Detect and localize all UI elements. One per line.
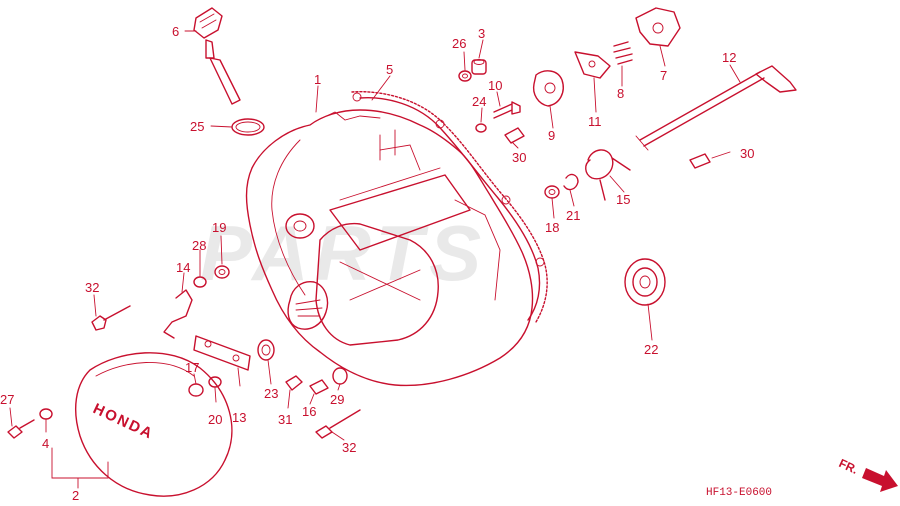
- callout-17[interactable]: 17: [185, 360, 199, 375]
- dowel-30a[interactable]: [504, 127, 525, 144]
- dowel-30b[interactable]: [689, 153, 711, 169]
- collar-3[interactable]: [471, 59, 487, 75]
- cover-brand-text: HONDA: [90, 400, 156, 443]
- front-direction-indicator: FR.: [837, 456, 898, 492]
- callout-6[interactable]: 6: [172, 24, 179, 39]
- plate-9[interactable]: [532, 70, 564, 107]
- callout-20[interactable]: 20: [208, 412, 222, 427]
- diagram-code: HF13-E0600: [706, 487, 772, 499]
- callout-9[interactable]: 9: [548, 128, 555, 143]
- callout-30a[interactable]: 30: [512, 150, 526, 165]
- stopper-7[interactable]: [635, 7, 681, 47]
- o-ring[interactable]: [231, 118, 265, 136]
- washer-28[interactable]: [193, 276, 207, 288]
- callout-32b[interactable]: 32: [342, 440, 356, 455]
- washer-26[interactable]: [458, 70, 472, 82]
- bolt-31[interactable]: [285, 375, 303, 391]
- callout-21[interactable]: 21: [566, 208, 580, 223]
- bolt-10[interactable]: [493, 101, 521, 119]
- bracket-14[interactable]: [163, 289, 193, 339]
- callout-labels: 1 2 3 4 5 6 7 8 9 10 11 12 13 14 15 16 1…: [0, 24, 754, 503]
- gasket[interactable]: [351, 91, 548, 323]
- bolt-32b[interactable]: [315, 409, 361, 439]
- bearing-22[interactable]: [624, 258, 666, 306]
- callout-28[interactable]: 28: [192, 238, 206, 253]
- bolt-27[interactable]: [7, 419, 35, 439]
- shift-shaft-12[interactable]: [635, 65, 797, 151]
- callout-5[interactable]: 5: [386, 62, 393, 77]
- callout-27[interactable]: 27: [0, 392, 14, 407]
- arrow-icon: [862, 468, 898, 492]
- leader-lines: [9, 30, 741, 489]
- callout-29[interactable]: 29: [330, 392, 344, 407]
- spring-15[interactable]: [585, 149, 631, 201]
- callout-26[interactable]: 26: [452, 36, 466, 51]
- callout-4[interactable]: 4: [42, 436, 49, 451]
- callout-18[interactable]: 18: [545, 220, 559, 235]
- callout-16[interactable]: 16: [302, 404, 316, 419]
- washer-29[interactable]: [332, 367, 348, 385]
- watermark-text: PARTS: [200, 209, 487, 297]
- callout-10[interactable]: 10: [488, 78, 502, 93]
- callout-22[interactable]: 22: [644, 342, 658, 357]
- callout-31[interactable]: 31: [278, 412, 292, 427]
- bolt-32a[interactable]: [91, 305, 131, 331]
- callout-13[interactable]: 13: [232, 410, 246, 425]
- callout-32a[interactable]: 32: [85, 280, 99, 295]
- washer-17[interactable]: [188, 383, 204, 397]
- callout-23[interactable]: 23: [264, 386, 278, 401]
- callout-24[interactable]: 24: [472, 94, 486, 109]
- washer-19[interactable]: [214, 265, 230, 279]
- clip-21[interactable]: [563, 173, 579, 191]
- callout-30b[interactable]: 30: [740, 146, 754, 161]
- stay-13[interactable]: [193, 335, 251, 371]
- callout-7[interactable]: 7: [660, 68, 667, 83]
- callout-15[interactable]: 15: [616, 192, 630, 207]
- callout-8[interactable]: 8: [617, 86, 624, 101]
- callout-12[interactable]: 12: [722, 50, 736, 65]
- callout-2[interactable]: 2: [72, 488, 79, 503]
- callout-3[interactable]: 3: [478, 26, 485, 41]
- washer-18[interactable]: [544, 185, 560, 199]
- callout-19[interactable]: 19: [212, 220, 226, 235]
- spring-8[interactable]: [613, 41, 633, 65]
- oil-filler-cap[interactable]: [193, 7, 241, 105]
- callout-1[interactable]: 1: [314, 72, 321, 87]
- washer-20[interactable]: [208, 376, 222, 388]
- plate-11[interactable]: [574, 51, 611, 79]
- collar-23[interactable]: [257, 339, 275, 361]
- bolt-16[interactable]: [309, 379, 329, 395]
- crankcase-cover[interactable]: [245, 109, 534, 387]
- direction-label: FR.: [837, 456, 860, 477]
- callout-14[interactable]: 14: [176, 260, 190, 275]
- callout-25[interactable]: 25: [190, 119, 204, 134]
- callout-11[interactable]: 11: [588, 114, 602, 129]
- washer-4[interactable]: [39, 408, 53, 420]
- washer-24[interactable]: [475, 123, 487, 133]
